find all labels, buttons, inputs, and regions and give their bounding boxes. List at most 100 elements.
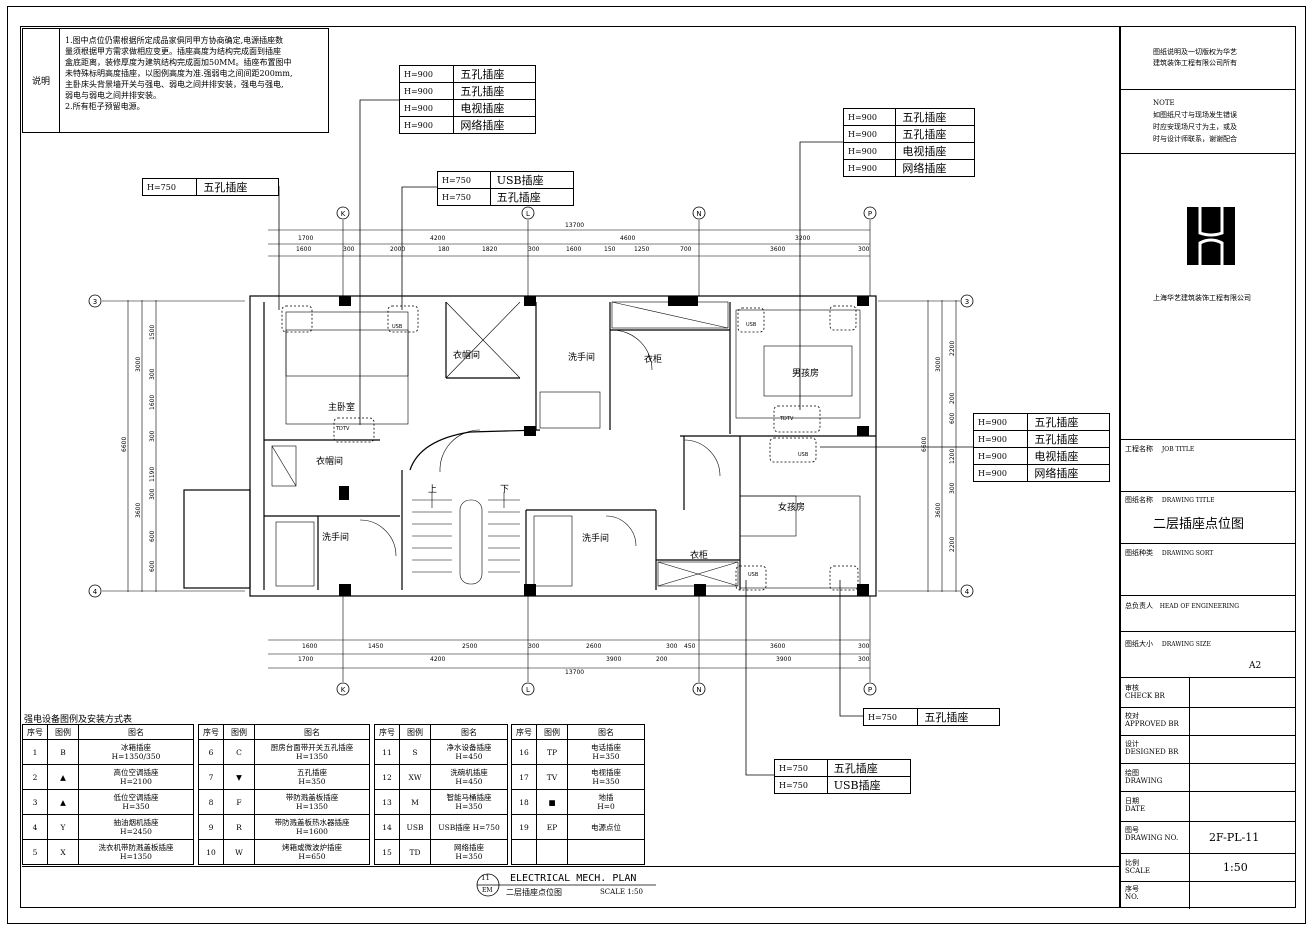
legend-header: 图名 <box>254 724 370 740</box>
closet-cross <box>271 445 297 487</box>
legend-num: 4 <box>22 814 48 840</box>
dim-text: 4200 <box>430 235 445 242</box>
dim-text: 3900 <box>776 656 791 663</box>
dim-text: 2200 <box>949 341 956 356</box>
note-line: 时与设计师联系，谢谢配合 <box>1153 135 1237 143</box>
legend-header: 序号 <box>511 724 537 740</box>
column <box>524 584 536 596</box>
usb-socket-icon: USB <box>399 814 431 840</box>
shower <box>275 521 315 587</box>
dim-text: 1600 <box>296 246 311 253</box>
grid-bubble <box>88 584 102 598</box>
legend-header: 图例 <box>536 724 568 740</box>
grid-bubble <box>88 294 102 308</box>
grid-label: L <box>526 686 530 694</box>
legend-header: 图例 <box>47 724 79 740</box>
door-swing <box>359 519 397 557</box>
note-line: 盒底距离，装修厚度为建筑结构完成面加50MM。插座布置图中 <box>65 58 292 67</box>
dim-text: 150 <box>604 246 616 253</box>
grid-label: K <box>341 210 346 218</box>
legend-num: 10 <box>198 839 224 865</box>
leader-line <box>359 99 399 425</box>
sidebar-divider <box>1121 707 1295 708</box>
dim-text: 1600 <box>566 246 581 253</box>
sidebar-divider <box>1121 735 1295 736</box>
note-line: 1.图中点位仍需根据所定成品家俱同甲方协商确定,电源插座数 <box>65 36 284 45</box>
five-hole-socket-icon: ▼ <box>223 764 255 790</box>
toilet-socket-icon: M <box>399 789 431 815</box>
legend-name: USB插座 H=750 <box>430 814 508 840</box>
power-point-icon: EP <box>536 814 568 840</box>
grid-bubble-labels: K L N P K L N P 3 4 3 4 <box>93 210 970 694</box>
column <box>339 584 351 596</box>
callout-type: 五孔插座 <box>826 759 912 777</box>
tv-socket-icon: TV <box>536 764 568 790</box>
column <box>339 486 349 500</box>
legend-title: 强电设备图例及安装方式表 <box>24 715 133 725</box>
room-label: 衣柜 <box>690 549 708 561</box>
legend-header: 图名 <box>78 724 194 740</box>
grid-bubble <box>863 682 877 696</box>
grid-bubble <box>960 584 974 598</box>
note-line: 2.所有柜子预留电源。 <box>65 102 145 111</box>
door-swing <box>439 429 481 473</box>
column <box>524 426 536 436</box>
callout-type: 网络插座 <box>453 116 536 134</box>
legend-header: 序号 <box>374 724 400 740</box>
sidebar-divider <box>1121 853 1295 854</box>
closet-cross <box>445 301 521 379</box>
dim-text: 2200 <box>949 537 956 552</box>
socket-group <box>829 305 857 331</box>
grid-label: 4 <box>965 588 970 596</box>
phone-socket-icon: TP <box>536 739 568 765</box>
dim-text: 1450 <box>368 643 383 650</box>
grid-label: 3 <box>93 298 97 306</box>
title-english: ELECTRICAL MECH. PLAN <box>510 873 637 884</box>
dim-text: 300 <box>858 246 870 253</box>
callout-type: 五孔插座 <box>196 178 279 196</box>
callout-type: 五孔插座 <box>453 82 536 100</box>
socket-group <box>735 565 767 591</box>
sidebar-divider <box>1121 631 1295 632</box>
legend-divider <box>22 866 1120 867</box>
sidebar-column-divider <box>1189 677 1190 909</box>
ac-high-socket-icon: ▲ <box>47 764 79 790</box>
dim-text: 4200 <box>430 656 445 663</box>
usb-tag: USB <box>392 324 403 330</box>
dim-text: 3600 <box>770 643 785 650</box>
network-socket-icon: TD <box>399 839 431 865</box>
column <box>339 296 351 306</box>
legend-row <box>511 839 645 865</box>
usb-tag: USB <box>748 572 759 578</box>
room-label: 洗手间 <box>322 531 349 543</box>
legend-num: 16 <box>511 739 537 765</box>
bed-girl-frame <box>739 495 797 537</box>
note-title: NOTE <box>1153 99 1175 107</box>
bed-boy-frame <box>763 345 853 397</box>
dim-text: 200 <box>949 392 956 404</box>
grid-label: K <box>341 686 346 694</box>
leader-line <box>745 580 774 776</box>
callout-height: H=900 <box>842 159 897 177</box>
dim-text: 2600 <box>586 643 601 650</box>
title-number: 11 <box>481 874 490 882</box>
shower <box>533 515 573 587</box>
note-line: 时应安现场尺寸为主，或及 <box>1153 123 1237 131</box>
grid-label: 3 <box>965 298 969 306</box>
